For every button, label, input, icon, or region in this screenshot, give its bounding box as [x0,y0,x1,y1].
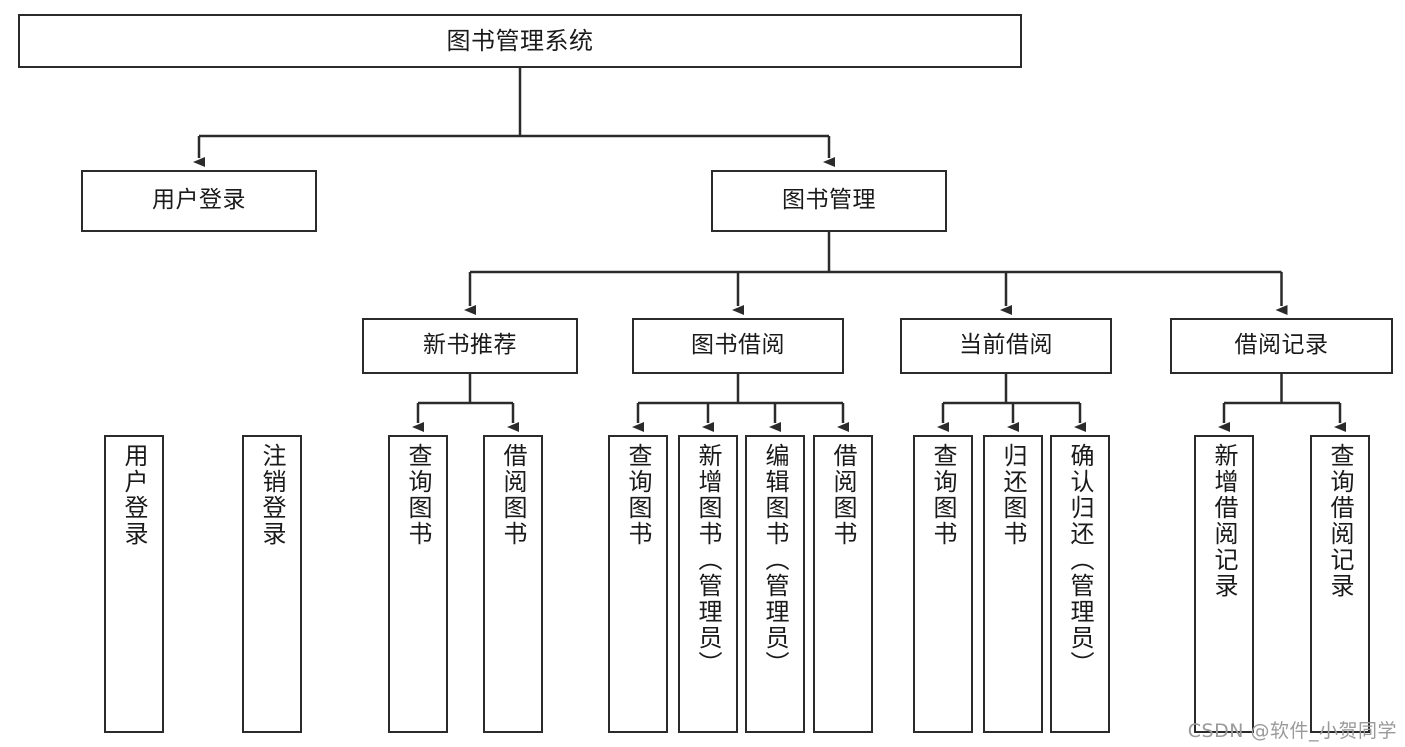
node-label: 新增图书（管理员） [694,443,722,677]
node-leaf-return-book[interactable]: 归还图书 [983,435,1043,733]
node-leaf-edit-book[interactable]: 编辑图书（管理员） [745,435,805,733]
node-leaf-user-login[interactable]: 用户登录 [104,435,164,733]
node-label: 借阅图书 [499,443,527,547]
node-leaf-confirm-return[interactable]: 确认归还（管理员） [1050,435,1110,733]
node-label: 确认归还（管理员） [1066,443,1094,677]
node-leaf-add-record[interactable]: 新增借阅记录 [1194,435,1254,733]
node-borrow-record[interactable]: 借阅记录 [1170,318,1393,374]
node-user-login[interactable]: 用户登录 [81,170,317,232]
node-label: 查询图书 [624,443,652,547]
node-current-borrow[interactable]: 当前借阅 [900,318,1112,374]
node-leaf-query-book-2[interactable]: 查询图书 [608,435,668,733]
node-label: 借阅记录 [1234,332,1329,359]
node-leaf-logout[interactable]: 注销登录 [242,435,302,733]
node-label: 编辑图书（管理员） [761,443,789,677]
node-book-manage[interactable]: 图书管理 [711,170,947,232]
node-leaf-query-book-3[interactable]: 查询图书 [913,435,973,733]
node-label: 图书管理系统 [446,26,594,55]
node-label: 新增借阅记录 [1210,443,1238,599]
node-label: 图书管理 [782,187,876,214]
node-label: 借阅图书 [829,443,857,547]
node-label: 查询图书 [404,443,432,547]
watermark-text: CSDN @软件_小贺同学 [1187,720,1397,742]
node-leaf-borrow-book-1[interactable]: 借阅图书 [483,435,543,733]
node-leaf-query-record[interactable]: 查询借阅记录 [1310,435,1370,733]
node-leaf-borrow-book-2[interactable]: 借阅图书 [813,435,873,733]
node-root[interactable]: 图书管理系统 [18,14,1022,68]
node-leaf-add-book[interactable]: 新增图书（管理员） [678,435,738,733]
node-label: 用户登录 [120,443,148,547]
node-leaf-query-book-1[interactable]: 查询图书 [388,435,448,733]
node-label: 当前借阅 [959,332,1053,359]
node-label: 注销登录 [258,443,286,547]
node-label: 查询借阅记录 [1326,443,1354,599]
node-book-borrow[interactable]: 图书借阅 [632,318,844,374]
node-label: 图书借阅 [691,332,785,359]
node-label: 新书推荐 [423,332,517,359]
node-label: 查询图书 [929,443,957,547]
node-new-book-rec[interactable]: 新书推荐 [362,318,578,374]
node-label: 用户登录 [152,187,246,214]
node-label: 归还图书 [999,443,1027,547]
